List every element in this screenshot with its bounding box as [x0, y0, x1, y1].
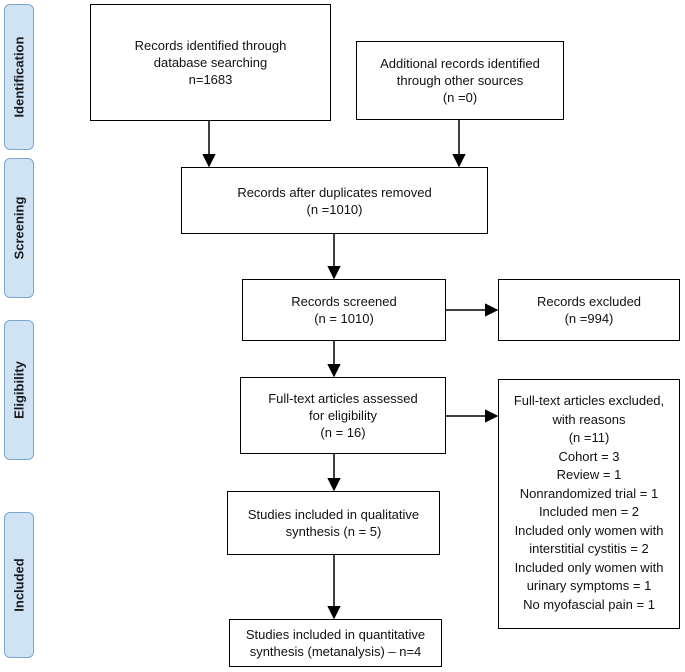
box-other-sources: Additional records identified through ot… — [356, 41, 564, 120]
box-fulltext-excluded: Full-text articles excluded, with reason… — [498, 379, 680, 629]
box-records-excluded: Records excluded (n =994) — [498, 279, 680, 341]
phase-eligibility: Eligibility — [4, 320, 34, 460]
box-database-searching: Records identified through database sear… — [90, 4, 331, 121]
phase-included: Included — [4, 512, 34, 658]
box-duplicates-removed: Records after duplicates removed (n =101… — [181, 167, 488, 234]
box-qualitative-synthesis: Studies included in qualitative synthesi… — [227, 491, 440, 555]
box-quantitative-synthesis: Studies included in quantitative synthes… — [229, 619, 442, 667]
phase-screening: Screening — [4, 158, 34, 298]
box-records-screened: Records screened (n = 1010) — [242, 279, 446, 341]
box-fulltext-assessed: Full-text articles assessed for eligibil… — [240, 377, 446, 454]
phase-identification: Identification — [4, 4, 34, 150]
